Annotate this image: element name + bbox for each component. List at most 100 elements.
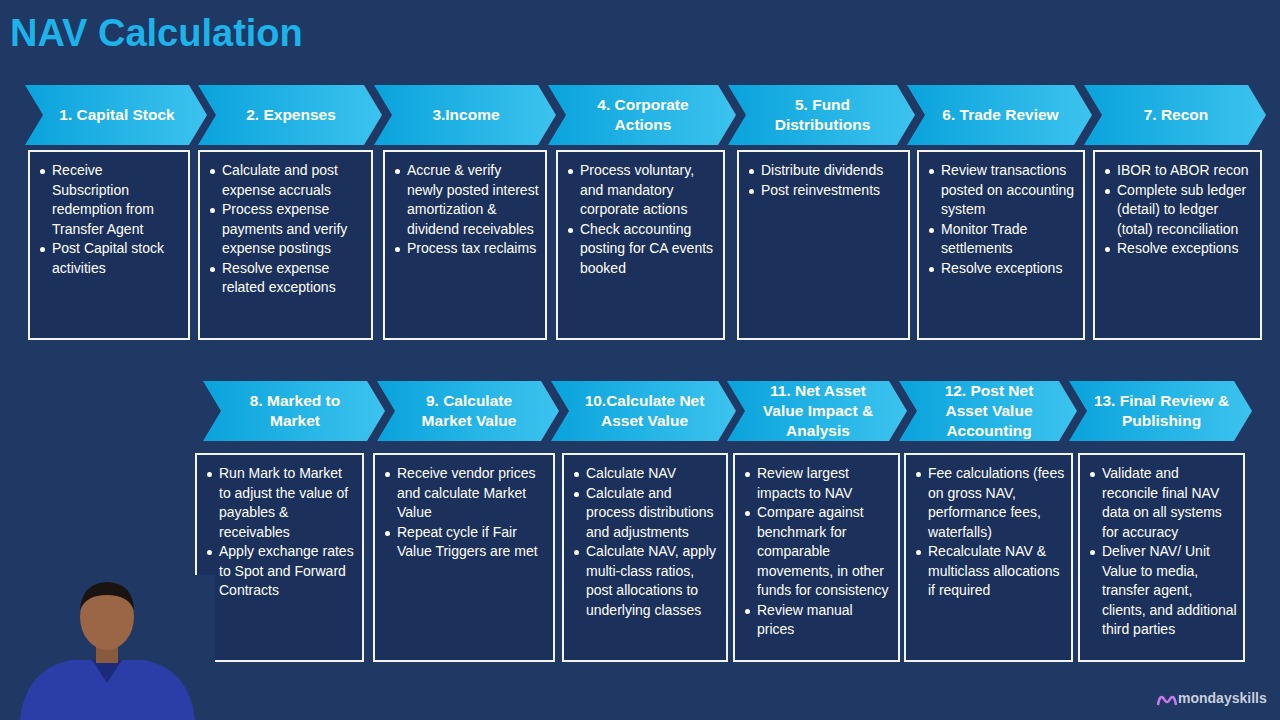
bullet-dot [395, 247, 400, 252]
bullet-dot [749, 189, 754, 194]
bullet-item: Fee calculations (fees on gross NAV, per… [914, 464, 1065, 542]
bullet-dot [929, 267, 934, 272]
bullet-text: Check accounting posting for CA events b… [580, 221, 713, 276]
step-body-box: Review transactions posted on accounting… [917, 150, 1085, 340]
chevron-shape [203, 381, 385, 441]
step-chevron: 4. Corporate Actions [548, 85, 736, 145]
bullet-item: Accrue & verify newly posted interest am… [393, 161, 539, 239]
bullet-text: IBOR to ABOR recon [1117, 162, 1249, 178]
bullet-item: Validate and reconcile final NAV data on… [1088, 464, 1237, 542]
bullet-item: Review largest impacts to NAV [743, 464, 892, 503]
bullet-item: Receive vendor prices and calculate Mark… [383, 464, 547, 523]
step-heading: 8. Marked to Market [203, 381, 385, 441]
bullet-dot [395, 169, 400, 174]
bullet-item: Process expense payments and verify expe… [208, 200, 365, 259]
step-body-box: Run Mark to Market to adjust the value o… [195, 453, 364, 662]
bullet-text: Calculate NAV, apply multi-class ratios,… [586, 543, 716, 618]
bullet-dot [929, 228, 934, 233]
bullet-dot [207, 550, 212, 555]
bullet-dot [210, 267, 215, 272]
bullet-item: IBOR to ABOR recon [1103, 161, 1254, 181]
bullet-item: Post reinvestments [747, 181, 902, 201]
step-heading: 1. Capital Stock [25, 85, 207, 145]
chevron-outline [548, 85, 736, 145]
bullet-dot [385, 531, 390, 536]
step-heading: 6. Trade Review [907, 85, 1092, 145]
bullet-dot [385, 472, 390, 477]
chevron-shape [728, 85, 915, 145]
bullet-text: Run Mark to Market to adjust the value o… [219, 465, 348, 540]
bullet-dot [568, 169, 573, 174]
bullet-text: Resolve exceptions [1117, 240, 1238, 256]
bullet-dot [1090, 550, 1095, 555]
bullet-text: Complete sub ledger (detail) to ledger (… [1117, 182, 1246, 237]
bullet-item: Process tax reclaims [393, 239, 539, 259]
step-chevron: 2. Expenses [198, 85, 382, 145]
bullet-dot [574, 550, 579, 555]
chevron-outline [907, 85, 1092, 145]
bullet-dot [1090, 472, 1095, 477]
chevron-shape [548, 85, 736, 145]
bullet-dot [749, 169, 754, 174]
bullet-text: Review manual prices [757, 602, 853, 638]
step-heading: 3.Income [374, 85, 556, 145]
bullet-text: Apply exchange rates to Spot and Forward… [219, 543, 354, 598]
bullet-item: Resolve exceptions [1103, 239, 1254, 259]
bullet-text: Review transactions posted on accounting… [941, 162, 1074, 217]
bullet-item: Calculate NAV, apply multi-class ratios,… [572, 542, 720, 620]
bullet-dot [1105, 247, 1110, 252]
chevron-outline [899, 381, 1077, 441]
bullet-item: Apply exchange rates to Spot and Forward… [205, 542, 356, 601]
chevron-outline [25, 85, 207, 145]
bullet-dot [1105, 169, 1110, 174]
bullet-item: Complete sub ledger (detail) to ledger (… [1103, 181, 1254, 240]
chevron-outline [728, 85, 915, 145]
bullet-item: Review transactions posted on accounting… [927, 161, 1077, 220]
step-heading: 12. Post Net Asset Value Accounting [899, 381, 1077, 441]
bullet-dot [916, 550, 921, 555]
bullet-item: Calculate and post expense accruals [208, 161, 365, 200]
step-chevron: 10.Calculate Net Asset Value [551, 381, 736, 441]
step-body-box: Fee calculations (fees on gross NAV, per… [904, 453, 1073, 662]
bullet-text: Receive vendor prices and calculate Mark… [397, 465, 536, 520]
bullet-text: Repeat cycle if Fair Value Triggers are … [397, 524, 538, 560]
diagram-title: NAV Calculation [10, 12, 303, 55]
step-heading: 2. Expenses [198, 85, 382, 145]
step-chevron: 8. Marked to Market [203, 381, 385, 441]
bullet-item: Check accounting posting for CA events b… [566, 220, 717, 279]
bullet-dot [745, 609, 750, 614]
step-heading: 9. Calculate Market Value [377, 381, 559, 441]
step-body-box: Validate and reconcile final NAV data on… [1078, 453, 1245, 662]
bullet-text: Review largest impacts to NAV [757, 465, 852, 501]
step-heading: 10.Calculate Net Asset Value [551, 381, 736, 441]
step-heading: 4. Corporate Actions [548, 85, 736, 145]
chevron-outline [374, 85, 556, 145]
step-body-box: Calculate and post expense accrualsProce… [198, 150, 373, 340]
bullet-text: Calculate NAV [586, 465, 676, 481]
bullet-item: Process voluntary, and mandatory corpora… [566, 161, 717, 220]
bullet-item: Resolve exceptions [927, 259, 1077, 279]
chevron-outline [377, 381, 559, 441]
step-heading: 5. Fund Distributions [728, 85, 915, 145]
bullet-item: Repeat cycle if Fair Value Triggers are … [383, 523, 547, 562]
step-body-box: Process voluntary, and mandatory corpora… [556, 150, 725, 340]
bullet-text: Accrue & verify newly posted interest am… [407, 162, 539, 237]
step-body-box: IBOR to ABOR reconComplete sub ledger (d… [1093, 150, 1262, 340]
bullet-text: Process expense payments and verify expe… [222, 201, 347, 256]
bullet-dot [574, 472, 579, 477]
step-heading: 11. Net Asset Value Impact & Analysis [727, 381, 907, 441]
presenter-illustration [0, 575, 215, 720]
bullet-dot [40, 169, 45, 174]
chevron-outline [551, 381, 736, 441]
bullet-text: Receive Subscription redemption from Tra… [52, 162, 154, 237]
bullet-item: Compare against benchmark for comparable… [743, 503, 892, 601]
bullet-dot [745, 511, 750, 516]
chevron-outline [1069, 381, 1252, 441]
step-body-box: Distribute dividendsPost reinvestments [737, 150, 910, 340]
watermark-logo [1156, 691, 1178, 707]
bullet-item: Run Mark to Market to adjust the value o… [205, 464, 356, 542]
chevron-shape [551, 381, 736, 441]
step-chevron: 12. Post Net Asset Value Accounting [899, 381, 1077, 441]
bullet-text: Post Capital stock activities [52, 240, 164, 276]
step-body-box: Receive vendor prices and calculate Mark… [373, 453, 555, 662]
